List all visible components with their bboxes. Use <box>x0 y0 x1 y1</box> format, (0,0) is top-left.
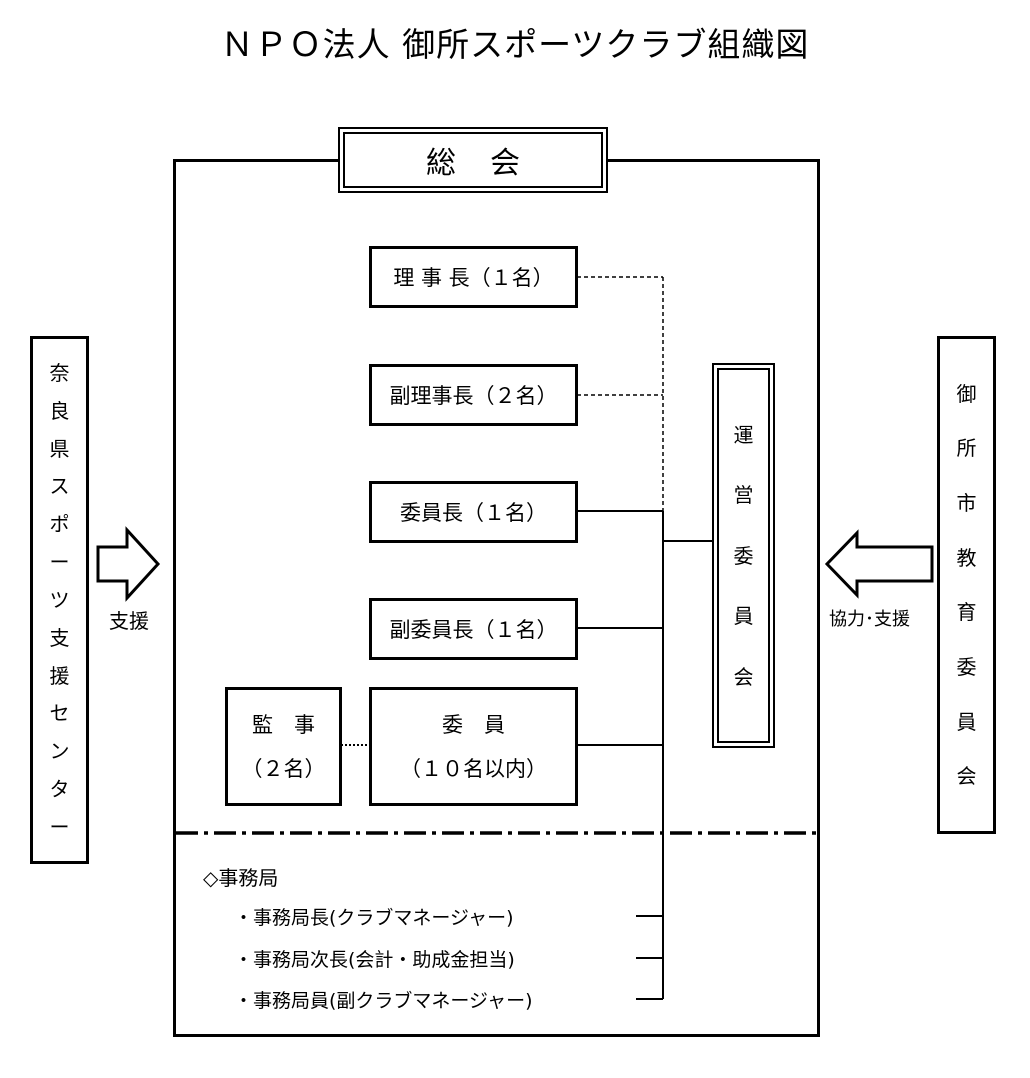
vice-chairman-box: 副理事長（２名） <box>369 364 578 426</box>
cooperation-arrow-icon <box>824 529 934 599</box>
management-committee-box: 運 営 委 員 会 <box>712 363 775 748</box>
management-committee-char: 会 <box>733 664 754 689</box>
management-committee-char: 運 <box>733 422 754 447</box>
right-org-char: 員 <box>956 709 977 734</box>
secretariat-item: ・事務局員(副クラブマネージャー) <box>234 986 533 1013</box>
left-org-char: 奈 <box>49 360 70 385</box>
cooperation-support-label: 協力･支援 <box>829 609 910 630</box>
page-title: ＮＰＯ法人 御所スポーツクラブ組織図 <box>220 25 810 64</box>
gose-city-board-of-education-box: 御 所 市 教 育 委 員 会 <box>937 336 996 834</box>
left-org-char: ツ <box>49 587 70 612</box>
left-org-char: ー <box>49 814 70 839</box>
right-org-char: 教 <box>956 545 977 570</box>
auditor-box: 監 事 （２名） <box>225 687 342 806</box>
committee-count: （１０名以内） <box>400 756 547 781</box>
secretariat-item: ・事務局次長(会計・助成金担当) <box>234 945 515 972</box>
vice-committee-chair-box: 副委員長（１名） <box>369 598 578 660</box>
management-committee-char: 員 <box>733 604 754 628</box>
committee-box: 委 員 （１０名以内） <box>369 687 578 806</box>
left-org-char: ン <box>49 739 70 764</box>
management-committee-char: 営 <box>733 483 754 507</box>
left-org-char: 援 <box>49 663 70 688</box>
left-org-char: セ <box>49 701 70 726</box>
left-org-char: 県 <box>49 436 70 461</box>
support-label: 支援 <box>109 609 149 633</box>
auditor-count: （２名） <box>241 756 326 781</box>
committee-chair-box: 委員長（１名） <box>369 481 578 543</box>
management-committee-char: 委 <box>733 543 754 568</box>
secretariat-heading: ◇事務局 <box>203 866 279 890</box>
left-org-char: ー <box>49 550 70 575</box>
left-org-char: 良 <box>49 398 70 423</box>
left-org-char: ポ <box>49 512 70 537</box>
left-org-char: ス <box>49 474 70 499</box>
left-org-char: タ <box>49 777 70 802</box>
right-org-char: 会 <box>956 764 977 789</box>
right-org-char: 市 <box>956 490 977 515</box>
right-org-char: 委 <box>956 654 977 679</box>
left-org-char: 支 <box>49 625 70 650</box>
right-org-char: 育 <box>956 600 977 625</box>
chairman-box: 理 事 長（１名） <box>369 246 578 308</box>
nara-sports-support-center-box: 奈 良 県 ス ポ ー ツ 支 援 セ ン タ ー <box>30 336 89 864</box>
secretariat-item: ・事務局長(クラブマネージャー) <box>234 903 514 930</box>
general-meeting-box: 総会 <box>338 127 608 193</box>
right-org-char: 所 <box>956 436 977 461</box>
right-org-char: 御 <box>956 381 977 406</box>
committee-title: 委 員 <box>442 712 505 737</box>
support-arrow-icon <box>96 526 161 602</box>
auditor-title: 監 事 <box>252 712 315 737</box>
